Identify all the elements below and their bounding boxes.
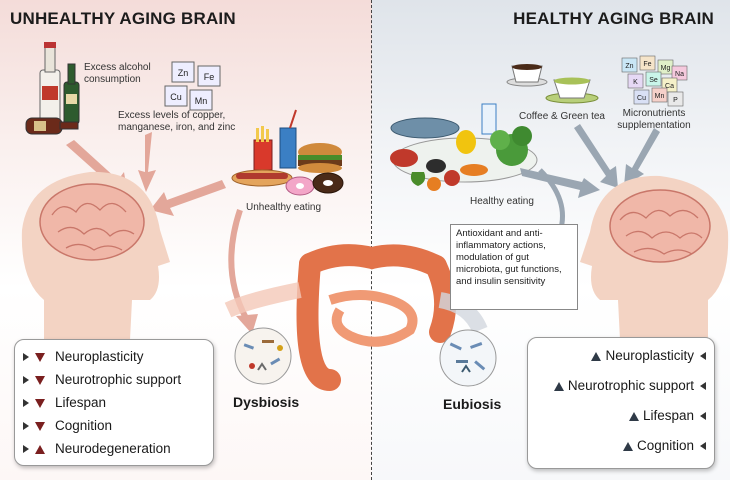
healthy-eating-label: Healthy eating [470,196,534,207]
unhealthy-effect-row: Lifespan [23,395,106,410]
unhealthy-title: UNHEALTHY AGING BRAIN [10,9,236,28]
arrow-down-icon [35,352,45,362]
alcohol-bottles-icon [25,42,80,135]
unhealthy-effect-row: Neurodegeneration [23,441,171,456]
metal-tile-zn: Zn [178,68,189,78]
healthy-title: HEALTHY AGING BRAIN [513,9,714,28]
svg-text:P: P [673,97,678,104]
effect-label: Neurotrophic support [567,378,694,393]
arrow-up-icon [553,381,564,391]
coffee-tea-label: Coffee & Green tea [519,111,605,122]
effect-label: Cognition [55,418,113,433]
bullet-icon [700,412,706,421]
micronutrient-tile-se: Se [645,71,662,87]
gut-intestine-icon [224,244,488,391]
micronutrient-tile-cu: Cu [633,89,650,105]
bullet-icon [23,399,29,408]
bullet-icon [700,442,706,451]
arrow-down-icon [35,398,45,408]
bullet-icon [700,382,706,391]
junk-food-icon [231,109,344,196]
mechanisms-box: Antioxidant and anti-inflammatory action… [450,224,578,310]
effect-label: Neuroplasticity [605,348,694,363]
svg-text:K: K [633,79,638,86]
healthy-flow-arrows [520,124,660,244]
healthy-head-brain-icon [580,175,729,340]
effect-label: Neurodegeneration [55,441,171,456]
unhealthy-effect-row: Neuroplasticity [23,349,144,364]
micronutrient-tile-fe: Fe [639,55,656,71]
micronutrient-tile-na: Na [671,65,688,81]
effect-label: Neuroplasticity [55,349,144,364]
eubiosis-bacteria-icon [439,329,497,387]
svg-text:Mg: Mg [661,65,671,72]
svg-text:Na: Na [675,71,684,78]
arrow-up-icon [35,444,45,454]
effect-label: Cognition [636,438,694,453]
arrow-up-icon [591,351,602,361]
effect-label: Lifespan [55,395,107,410]
bullet-icon [23,422,29,431]
coffee-tea-icon [506,64,599,104]
center-divider [371,0,372,480]
unhealthy-effect-row: Neurotrophic support [23,372,181,387]
bullet-icon [23,445,29,454]
healthy-effect-row: Lifespan [628,408,706,423]
arrow-down-icon [35,421,45,431]
arrow-down-icon [35,375,45,385]
micronutrient-tile-p: P [667,91,684,107]
healthy-effect-row: Cognition [622,438,706,453]
eubiosis-label: Eubiosis [443,396,502,412]
unhealthy-head-brain-icon [21,171,170,340]
dysbiosis-bacteria-icon [234,327,292,385]
metal-tile-fe: Fe [204,72,215,82]
svg-text:Fe: Fe [643,61,651,68]
metal-tiles-icon: Zn Fe Cu Mn [164,61,221,111]
unhealthy-eating-label: Unhealthy eating [246,202,322,213]
healthy-effect-row: Neuroplasticity [591,348,706,363]
svg-text:Mn: Mn [655,93,665,100]
svg-text:Cu: Cu [637,95,646,102]
arrow-up-icon [622,441,633,451]
micronutrient-tile-mn: Mn [651,87,668,103]
bullet-icon [23,376,29,385]
svg-text:Se: Se [649,77,658,84]
micronutrient-tile-k: K [627,73,644,89]
bullet-icon [23,353,29,362]
effect-label: Neurotrophic support [55,372,182,387]
micronutrient-tile-zn: Zn [621,57,638,73]
dysbiosis-label: Dysbiosis [233,394,300,410]
svg-text:Zn: Zn [625,63,633,70]
metals-label: Excess levels of copper,manganese, iron,… [118,110,236,133]
healthy-effect-row: Neurotrophic support [553,378,706,393]
arrow-up-icon [628,411,639,421]
svg-text:Ca: Ca [665,83,674,90]
effect-label: Lifespan [642,408,694,423]
healthy-food-icon [390,103,538,191]
unhealthy-effect-row: Cognition [23,418,112,433]
metal-tile-cu: Cu [170,92,182,102]
metal-tile-mn: Mn [195,96,208,106]
bullet-icon [700,352,706,361]
